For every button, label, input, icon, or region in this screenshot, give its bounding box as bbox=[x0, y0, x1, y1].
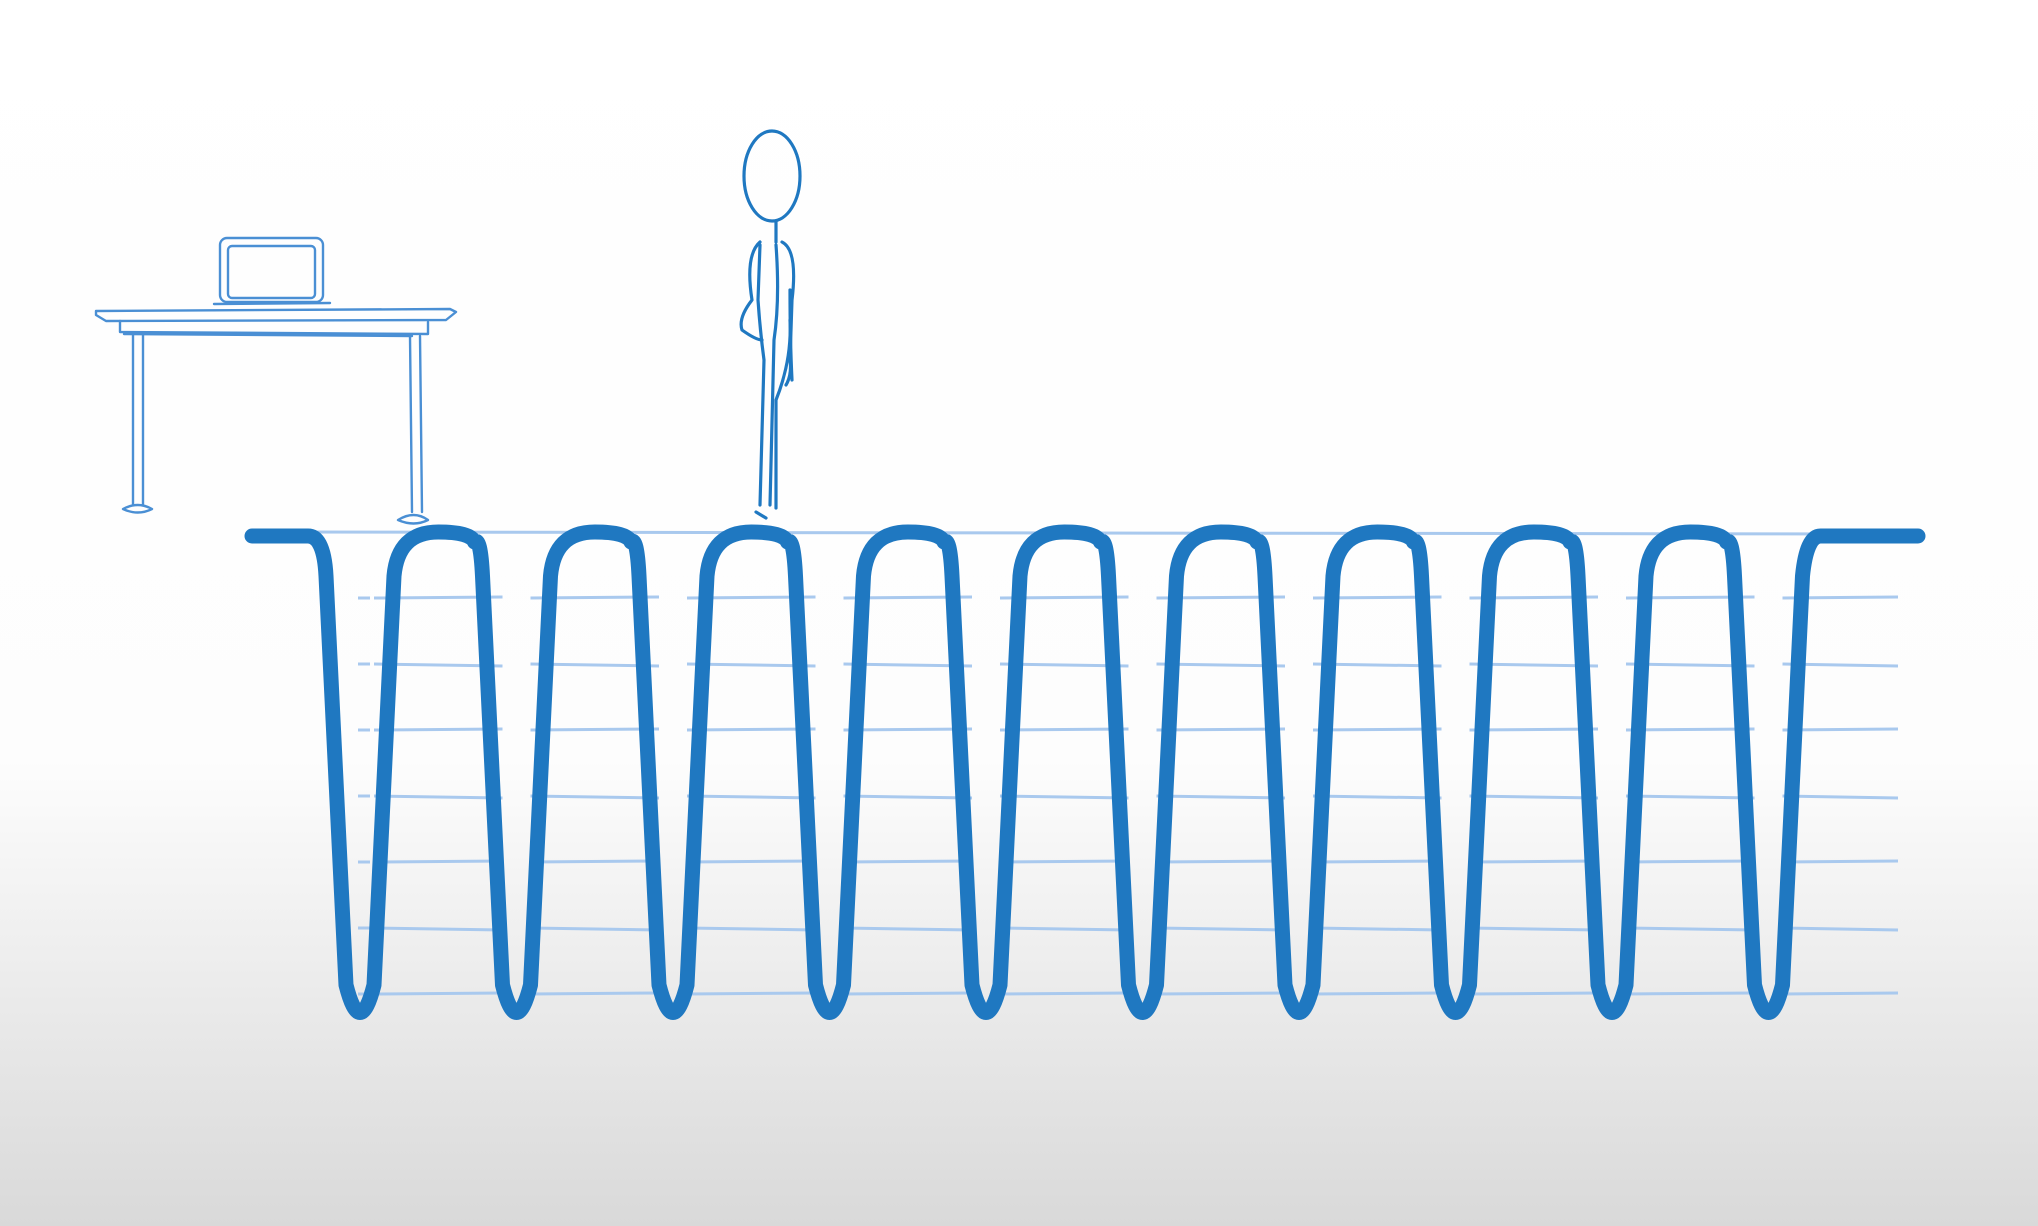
pit-rung bbox=[373, 926, 503, 932]
pit-rung bbox=[1625, 794, 1755, 800]
pit-rung bbox=[999, 727, 1129, 732]
pit-rung bbox=[530, 859, 660, 864]
pit-rung bbox=[1469, 926, 1599, 932]
pit-rung bbox=[1156, 991, 1286, 996]
pit-rung bbox=[1469, 991, 1599, 996]
pit-rung bbox=[1469, 794, 1599, 800]
pit-rung bbox=[1156, 926, 1286, 932]
pit-rung bbox=[1156, 794, 1286, 800]
pit-rung bbox=[999, 859, 1129, 864]
pit-rung bbox=[686, 727, 816, 732]
pit-rung bbox=[843, 926, 973, 932]
pit-rung bbox=[1782, 859, 1899, 864]
pit-rung bbox=[686, 991, 816, 996]
pit-rung bbox=[1625, 727, 1755, 732]
pit-rung bbox=[843, 794, 973, 800]
pit-rung bbox=[843, 859, 973, 864]
pit-rung bbox=[1312, 991, 1442, 996]
pit-rung bbox=[530, 926, 660, 932]
pit-rung bbox=[530, 794, 660, 800]
pit-rung bbox=[1782, 794, 1899, 800]
pit-rung bbox=[1625, 859, 1755, 864]
pit-rung bbox=[1312, 727, 1442, 732]
pit-rung bbox=[686, 926, 816, 932]
pit-rung bbox=[1156, 859, 1286, 864]
laptop-icon bbox=[212, 236, 332, 306]
pit-rung bbox=[1625, 926, 1755, 932]
pit-rung bbox=[373, 859, 503, 864]
pit-rung bbox=[999, 926, 1129, 932]
pit-rung bbox=[1625, 991, 1755, 996]
pit-rung bbox=[1469, 727, 1599, 732]
stick-figure-icon bbox=[739, 129, 802, 520]
pit-rung bbox=[1312, 859, 1442, 864]
desk-icon bbox=[94, 236, 458, 525]
pit-rung bbox=[686, 794, 816, 800]
pit-rung bbox=[843, 727, 973, 732]
pit-rung bbox=[373, 794, 503, 800]
pit-rung bbox=[373, 991, 503, 996]
pit-rung bbox=[843, 991, 973, 996]
pit-rung bbox=[1156, 727, 1286, 732]
pit-wave bbox=[244, 524, 1926, 1020]
pit-rung bbox=[686, 859, 816, 864]
pit-rung bbox=[530, 991, 660, 996]
pit-rung bbox=[1312, 926, 1442, 932]
pit-rung bbox=[999, 794, 1129, 800]
pit-rung bbox=[1782, 991, 1899, 996]
pit-rung bbox=[999, 991, 1129, 996]
pit-rung bbox=[1312, 794, 1442, 800]
pit-rung bbox=[1782, 926, 1899, 932]
pit-rung bbox=[373, 727, 503, 732]
pit-rung bbox=[1469, 859, 1599, 864]
pit-rung bbox=[530, 727, 660, 732]
